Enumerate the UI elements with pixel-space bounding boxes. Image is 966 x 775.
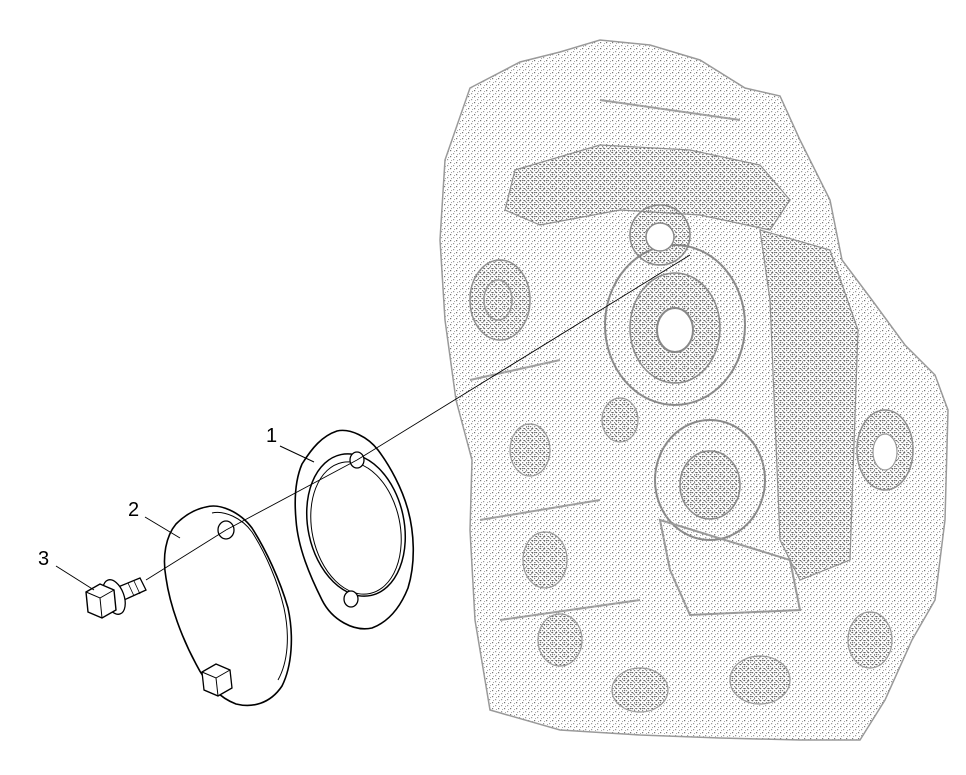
- callout-1: 1: [266, 425, 277, 447]
- leader-lines: [55, 445, 315, 591]
- gasket-part-1: [294, 429, 415, 630]
- engine-block-housing: [439, 39, 949, 741]
- assembly-center-lines: [145, 254, 691, 581]
- callout-3: 3: [38, 548, 49, 570]
- flange-bolt-part-3: [85, 577, 147, 619]
- callout-2: 2: [128, 499, 139, 521]
- cover-plate-part-2: [163, 505, 293, 707]
